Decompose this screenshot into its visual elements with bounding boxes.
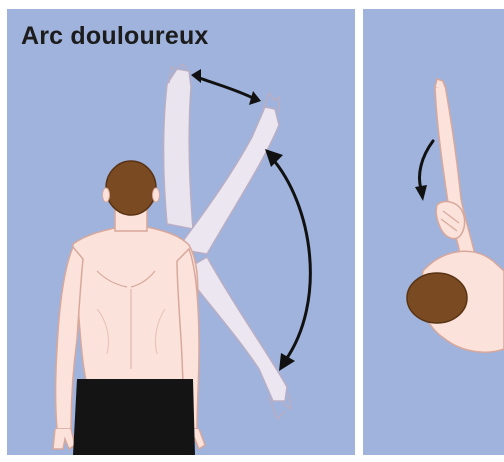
raised-arm-top-view (435, 79, 475, 259)
curved-arrow (415, 141, 433, 201)
top-view-illustration (363, 9, 504, 455)
shoulder-abduction-illustration (7, 9, 355, 455)
right-panel-illustration (363, 9, 504, 455)
ghost-arm-diagonal-up (177, 93, 279, 254)
ghost-arm-vertical (164, 64, 193, 229)
person-head (103, 161, 160, 215)
head-top-view (407, 273, 467, 323)
double-headed-arrow (265, 149, 310, 371)
left-panel-illustration: Arc douloureux (7, 9, 355, 455)
person-trousers (73, 379, 195, 455)
double-headed-arrow (191, 69, 261, 105)
